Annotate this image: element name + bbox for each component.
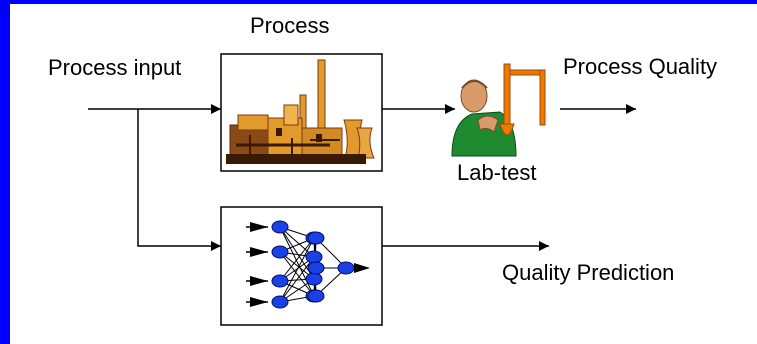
- neuron-node: [305, 250, 323, 264]
- process-label: Process: [250, 13, 329, 38]
- neural-network-icon: [246, 220, 370, 309]
- neuron-node: [307, 289, 325, 303]
- neural-network-edge: [279, 226, 315, 297]
- diagram-background: [10, 4, 757, 344]
- neural-network-edge: [279, 256, 315, 303]
- lab-technician-icon: [451, 63, 546, 157]
- lab-test-label: Lab-test: [457, 160, 537, 185]
- neuron-node: [307, 261, 325, 275]
- neural-network-edge: [279, 251, 315, 297]
- neural-network-input-arrows: [246, 222, 268, 307]
- neuron-node: [271, 274, 289, 288]
- process-quality-label: Process Quality: [563, 54, 717, 79]
- neuron-node: [271, 245, 289, 259]
- neural-network-edge: [279, 237, 315, 282]
- output-arrow: [354, 263, 370, 273]
- neuron-node: [337, 261, 355, 275]
- connector-lines: [88, 104, 636, 251]
- neural-network-edge: [279, 237, 315, 303]
- neuron-node: [305, 272, 323, 286]
- branch-line: [137, 109, 221, 251]
- quality-prediction-label: Quality Prediction: [502, 260, 674, 285]
- neural-network-edge: [279, 226, 315, 258]
- neuron-node: [271, 295, 289, 309]
- neuron-node: [271, 220, 289, 234]
- process-input-label: Process input: [48, 55, 181, 80]
- neural-network-output-arrow: [354, 263, 370, 273]
- neuron-node: [307, 231, 325, 245]
- neural-network-nodes: [271, 220, 355, 309]
- factory-icon: [226, 59, 375, 164]
